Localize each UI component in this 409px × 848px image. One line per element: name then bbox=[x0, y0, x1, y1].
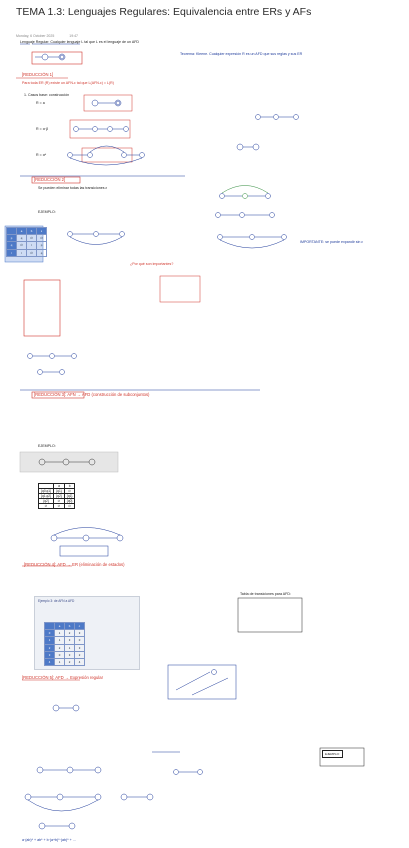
reduccion-4-header: [REDUCCIÓN 4]: AFD → ER (eliminación de … bbox=[24, 562, 125, 567]
final-expression: a·(ab)* + ab* + b·(a+b)*·(ab)* + ... bbox=[22, 838, 76, 842]
case-b-label: R = α·β bbox=[36, 127, 49, 131]
afd-transition-table: a b {q0,q1}{q1}∅ {q1,q2}{q2}{q1} {q2}∅{q… bbox=[37, 483, 76, 509]
reduccion-2-desc: Se pueden eliminar todas las transicione… bbox=[38, 186, 108, 190]
casos-base-label: 1. Casos base: construcción bbox=[24, 93, 70, 97]
page-time: 19:47 bbox=[69, 34, 79, 38]
ejemplo-label-2: EJEMPLO: bbox=[38, 444, 56, 448]
case-c-label: R = α* bbox=[36, 153, 47, 157]
pregunta-note: ¿Por qué son importantes? bbox=[130, 262, 174, 266]
page-title: TEMA 1.3: Lenguajes Regulares: Equivalen… bbox=[16, 6, 312, 18]
ejemplo-label-1: EJEMPLO: bbox=[38, 210, 56, 214]
table-row: ∅∅∅ bbox=[37, 503, 76, 509]
intro-line: Lenguaje Regular: Cualquier lenguaje L t… bbox=[20, 40, 140, 44]
reduccion-1-desc: Para toda ER (R) existe un AFN-ε tal que… bbox=[22, 81, 114, 85]
teorema-note: Teorema: Kleene. Cualquier expresión R e… bbox=[180, 52, 303, 56]
importante-note: IMPORTANTE: se puede expandir sin ε bbox=[300, 240, 363, 244]
case-a-label: R = a bbox=[36, 101, 45, 105]
ejemplo-panel-caption: Ejemplo 3: de AFN a AFD bbox=[38, 599, 75, 603]
table-row: {q1,q2}{q2}{q1} bbox=[37, 493, 76, 499]
reduccion-2-header: [REDUCCIÓN 2] bbox=[34, 177, 66, 182]
tabla-afd-label: Tabla de transiciones para AFD: bbox=[240, 592, 291, 596]
reduccion-5-header: [REDUCCIÓN 5]: AFD → Expresión regular bbox=[22, 675, 103, 680]
boxed-note: EJEMPLO: bbox=[322, 750, 343, 758]
reduccion-3-header: [REDUCCIÓN 3]: AFN → AFD (construcción d… bbox=[34, 392, 150, 397]
page-date: Monday, 6 October 2025 bbox=[16, 34, 55, 38]
reduccion-1-header: [REDUCCIÓN 1] bbox=[22, 72, 54, 77]
page-meta: Monday, 6 October 2025 19:47 bbox=[16, 34, 92, 38]
table-row: {q0,q1}{q1}∅ bbox=[37, 488, 76, 494]
